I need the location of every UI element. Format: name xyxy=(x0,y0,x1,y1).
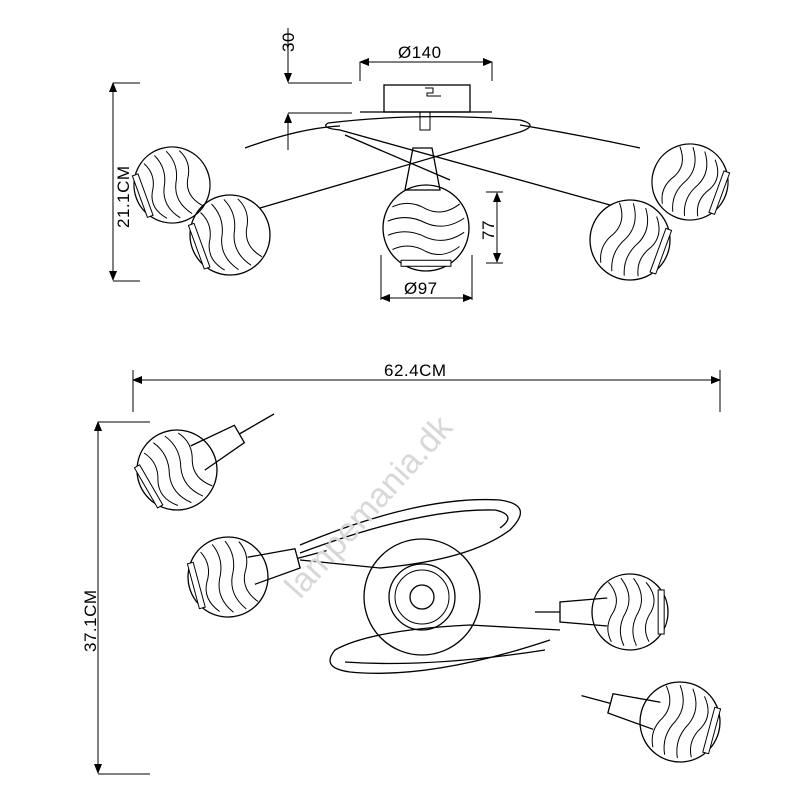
shade-wave xyxy=(178,432,213,487)
shade-wave xyxy=(211,203,239,271)
shade-wave xyxy=(178,150,203,207)
shade-wave xyxy=(676,688,697,759)
shade-wave xyxy=(165,150,193,215)
shade-rim xyxy=(702,706,722,755)
shade-rim xyxy=(657,589,665,635)
shade-wave xyxy=(223,199,252,266)
center-shade-rim xyxy=(394,569,450,625)
shade-globe xyxy=(591,573,669,651)
lamp-shade xyxy=(589,199,673,281)
lamp-shade xyxy=(581,681,722,763)
shade-wave xyxy=(600,202,623,263)
shade-arm xyxy=(239,413,275,435)
lamp-shade xyxy=(382,184,470,272)
shade-arm xyxy=(581,694,611,704)
shade-socket xyxy=(559,597,608,627)
center-shade xyxy=(388,563,456,631)
shade-rim xyxy=(400,259,452,267)
shade-rim xyxy=(187,222,211,270)
depth-label: 37.1CM xyxy=(81,589,100,652)
shade-rim xyxy=(131,173,154,219)
shade-wave xyxy=(651,685,671,748)
shade-wave xyxy=(645,582,655,642)
side-view: 30 Ø140 21.1CM 77 Ø97 xyxy=(109,28,731,302)
shade-wave xyxy=(224,540,247,610)
shade-wave xyxy=(153,442,192,504)
shade-wave xyxy=(392,245,460,256)
arm xyxy=(325,122,611,206)
shade-wave xyxy=(392,202,461,213)
shade-arm xyxy=(297,549,327,559)
shade-socket xyxy=(607,692,661,730)
canopy-height-label: 30 xyxy=(279,32,298,52)
shade-wave xyxy=(672,147,696,212)
shade-rim xyxy=(708,170,731,216)
shade-wave xyxy=(200,212,225,271)
shade-height-label: 77 xyxy=(479,220,498,240)
shade-globe xyxy=(589,199,671,281)
shade-diameter-label: Ø97 xyxy=(404,279,438,298)
shade-globe xyxy=(133,146,211,224)
shade-wave xyxy=(607,581,617,643)
arm-loop-upper xyxy=(299,498,521,569)
canopy-diameter-label: Ø140 xyxy=(398,43,442,62)
arm-loop-lower xyxy=(329,624,561,674)
socket xyxy=(404,147,441,191)
shade-wave xyxy=(200,551,220,612)
center-side-shade xyxy=(382,184,470,272)
shade-globe xyxy=(382,184,470,272)
arm xyxy=(344,134,451,181)
canopy-slot xyxy=(425,87,441,97)
shade-socket xyxy=(190,424,246,471)
shade-wave xyxy=(637,216,660,277)
arm xyxy=(519,124,641,149)
shade-globe xyxy=(639,681,721,763)
shade-rim xyxy=(649,227,673,275)
lamp-shade xyxy=(651,143,731,221)
shade-wave xyxy=(211,544,234,613)
shade-wave xyxy=(632,577,643,646)
shade-wave xyxy=(387,217,465,227)
stem xyxy=(419,111,431,131)
arm-loop-lower-inner xyxy=(344,649,546,665)
shade-wave xyxy=(164,435,204,497)
shade-globe xyxy=(136,429,218,511)
top-view: 62.4CM 37.1CM xyxy=(81,361,722,775)
shade-rim xyxy=(133,464,164,509)
canopy-base xyxy=(363,538,481,656)
shade-wave xyxy=(143,452,179,506)
shade-wave xyxy=(154,155,181,219)
lamp-shade xyxy=(186,536,327,618)
width-label: 62.4CM xyxy=(384,361,447,380)
shade-socket xyxy=(247,547,301,585)
shade-wave xyxy=(683,151,708,216)
arm xyxy=(244,125,341,149)
shade-globe xyxy=(651,143,729,221)
shade-wave xyxy=(661,146,683,204)
shade-wave xyxy=(238,541,259,602)
lamp-shade xyxy=(187,194,271,276)
center-socket xyxy=(409,584,435,610)
shade-wave xyxy=(623,207,649,276)
lamp-shade xyxy=(535,573,669,651)
shade-wave xyxy=(663,685,684,755)
shade-wave xyxy=(387,231,465,241)
shade-wave xyxy=(143,163,168,219)
shade-globe xyxy=(187,536,269,618)
arm-loop-upper-inner xyxy=(299,509,509,554)
arm xyxy=(259,115,531,209)
shade-wave xyxy=(619,577,630,646)
shade-wave xyxy=(689,696,709,758)
watermark: lampemania.dk xyxy=(278,408,461,606)
shade-wave xyxy=(237,198,263,258)
lamp-shade xyxy=(133,413,275,511)
shade-globe xyxy=(189,194,271,276)
shade-rim xyxy=(186,561,206,610)
shade-wave xyxy=(611,203,636,272)
lamp-shade xyxy=(131,146,211,224)
canopy xyxy=(383,84,471,113)
total-height-label: 21.1CM xyxy=(114,165,133,228)
shade-wave xyxy=(696,159,719,217)
